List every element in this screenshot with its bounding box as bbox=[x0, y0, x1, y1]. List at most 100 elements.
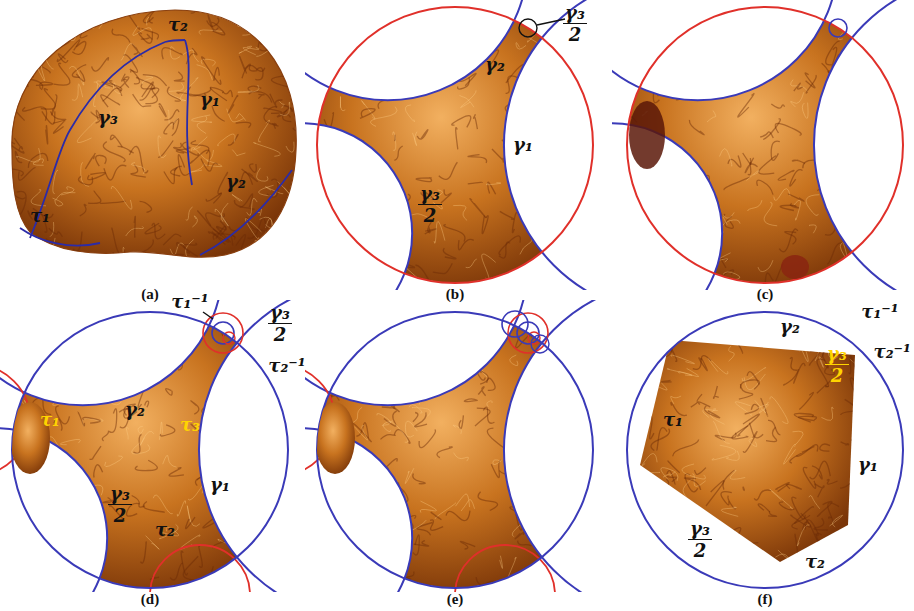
cortex-fold bbox=[191, 401, 199, 414]
cortex-fold bbox=[791, 92, 804, 107]
cortex-fold bbox=[810, 461, 831, 479]
generator-label: τ₁ bbox=[663, 411, 683, 430]
cortex-fold bbox=[482, 254, 496, 280]
cortex-fold bbox=[413, 474, 425, 484]
cortex-fold bbox=[438, 46, 457, 51]
cortex-fold bbox=[657, 170, 671, 183]
curve-label: γ₂ bbox=[485, 56, 505, 75]
cortex-fold bbox=[258, 120, 269, 142]
cortex-fold bbox=[837, 144, 850, 157]
cortex-fold bbox=[19, 360, 32, 371]
cortex-fold bbox=[103, 88, 122, 101]
cortex-fold bbox=[16, 148, 40, 162]
cortex-fold bbox=[129, 324, 139, 341]
cortex-fold bbox=[153, 495, 173, 514]
cortex-fold bbox=[437, 447, 452, 458]
cortex-fold bbox=[764, 202, 777, 226]
cortex-fold bbox=[360, 109, 375, 119]
translated-copy bbox=[629, 101, 665, 169]
curve-label: τ₁ bbox=[30, 207, 50, 226]
cortex-fold bbox=[443, 248, 456, 259]
cortex-fold bbox=[758, 260, 773, 271]
cortex-fold bbox=[202, 57, 221, 84]
cortex-fold bbox=[340, 96, 345, 110]
cortex-fold bbox=[36, 82, 53, 89]
cortex-fold bbox=[797, 525, 809, 546]
panel-label: (a) bbox=[141, 287, 159, 303]
cortex-fold bbox=[300, 573, 323, 581]
cortex-fold bbox=[420, 501, 436, 513]
cortex-fold bbox=[149, 4, 160, 23]
cortex-fold bbox=[318, 235, 336, 240]
brain-surface bbox=[627, 7, 903, 283]
cortex-fold bbox=[255, 240, 268, 252]
cortex-fold bbox=[794, 413, 813, 422]
cortex-fold bbox=[454, 453, 469, 462]
cortex-fold bbox=[835, 62, 842, 77]
cortex-fold bbox=[883, 12, 897, 18]
cortex-fold bbox=[143, 502, 164, 513]
cortex-fold bbox=[536, 450, 560, 465]
cortex-fold bbox=[806, 16, 829, 39]
cortex-fold bbox=[88, 191, 101, 204]
cortex-fold bbox=[291, 220, 302, 231]
cortex-fold bbox=[19, 64, 28, 87]
cortex-fold bbox=[131, 162, 145, 173]
cortex-fold bbox=[390, 422, 408, 442]
cortex-fold bbox=[357, 495, 371, 516]
cortex-fold bbox=[565, 102, 577, 114]
cortex-fold bbox=[199, 545, 203, 567]
cortex-fold bbox=[355, 529, 370, 534]
cortex-fold bbox=[520, 236, 533, 255]
translated-copy bbox=[781, 255, 809, 279]
cortex-fold bbox=[133, 26, 152, 36]
cortex-fold bbox=[775, 550, 788, 559]
cortex-fold bbox=[704, 406, 719, 418]
cortex-fold bbox=[830, 515, 843, 527]
cortex-fold bbox=[547, 361, 562, 370]
cortex-fold bbox=[413, 413, 418, 422]
cortex-fold bbox=[405, 468, 414, 483]
cortex-fold bbox=[515, 85, 528, 91]
cortex-fold bbox=[510, 355, 518, 366]
cortex-fold bbox=[815, 484, 824, 497]
cortex-fold bbox=[680, 21, 687, 30]
cortex-fold bbox=[639, 254, 644, 278]
cortex-fold bbox=[713, 74, 727, 91]
cortex-fold bbox=[111, 186, 132, 209]
cortex-fold bbox=[663, 471, 676, 477]
cortex-fold bbox=[69, 346, 81, 366]
cortex-fold bbox=[264, 107, 279, 126]
cortex-fold bbox=[92, 58, 109, 71]
cortex-fold bbox=[533, 481, 541, 491]
cortex-fold bbox=[647, 185, 660, 195]
curve-label: γ₂ bbox=[780, 318, 800, 337]
cortex-fold bbox=[236, 122, 251, 127]
cortex-fold bbox=[284, 220, 296, 232]
cortex-fold bbox=[283, 488, 294, 500]
cortex-fold bbox=[649, 416, 654, 439]
cortex-fold bbox=[549, 110, 570, 117]
cortex-fold bbox=[53, 198, 63, 206]
cortex-fold bbox=[164, 166, 182, 183]
cortex-fold bbox=[851, 436, 869, 440]
cortex-fold bbox=[237, 25, 246, 28]
cortex-fold bbox=[745, 158, 757, 173]
cortex-fold bbox=[439, 162, 458, 179]
cortex-fold bbox=[456, 494, 470, 507]
cortex-fold bbox=[499, 236, 520, 255]
cortex-fold bbox=[270, 94, 283, 107]
cortex-fold bbox=[841, 399, 856, 415]
cortex-fold bbox=[525, 264, 544, 275]
cortex-fold bbox=[542, 91, 552, 105]
cortex-fold bbox=[21, 20, 30, 31]
cortex-fold bbox=[96, 155, 107, 166]
cortex-fold bbox=[466, 259, 477, 268]
cortex-fold bbox=[381, 236, 393, 255]
cortex-fold bbox=[18, 479, 35, 485]
cortex-fold bbox=[851, 86, 854, 97]
cortex-fold bbox=[354, 425, 367, 440]
cortex-fold bbox=[846, 110, 869, 124]
cortex-fold bbox=[238, 85, 259, 92]
